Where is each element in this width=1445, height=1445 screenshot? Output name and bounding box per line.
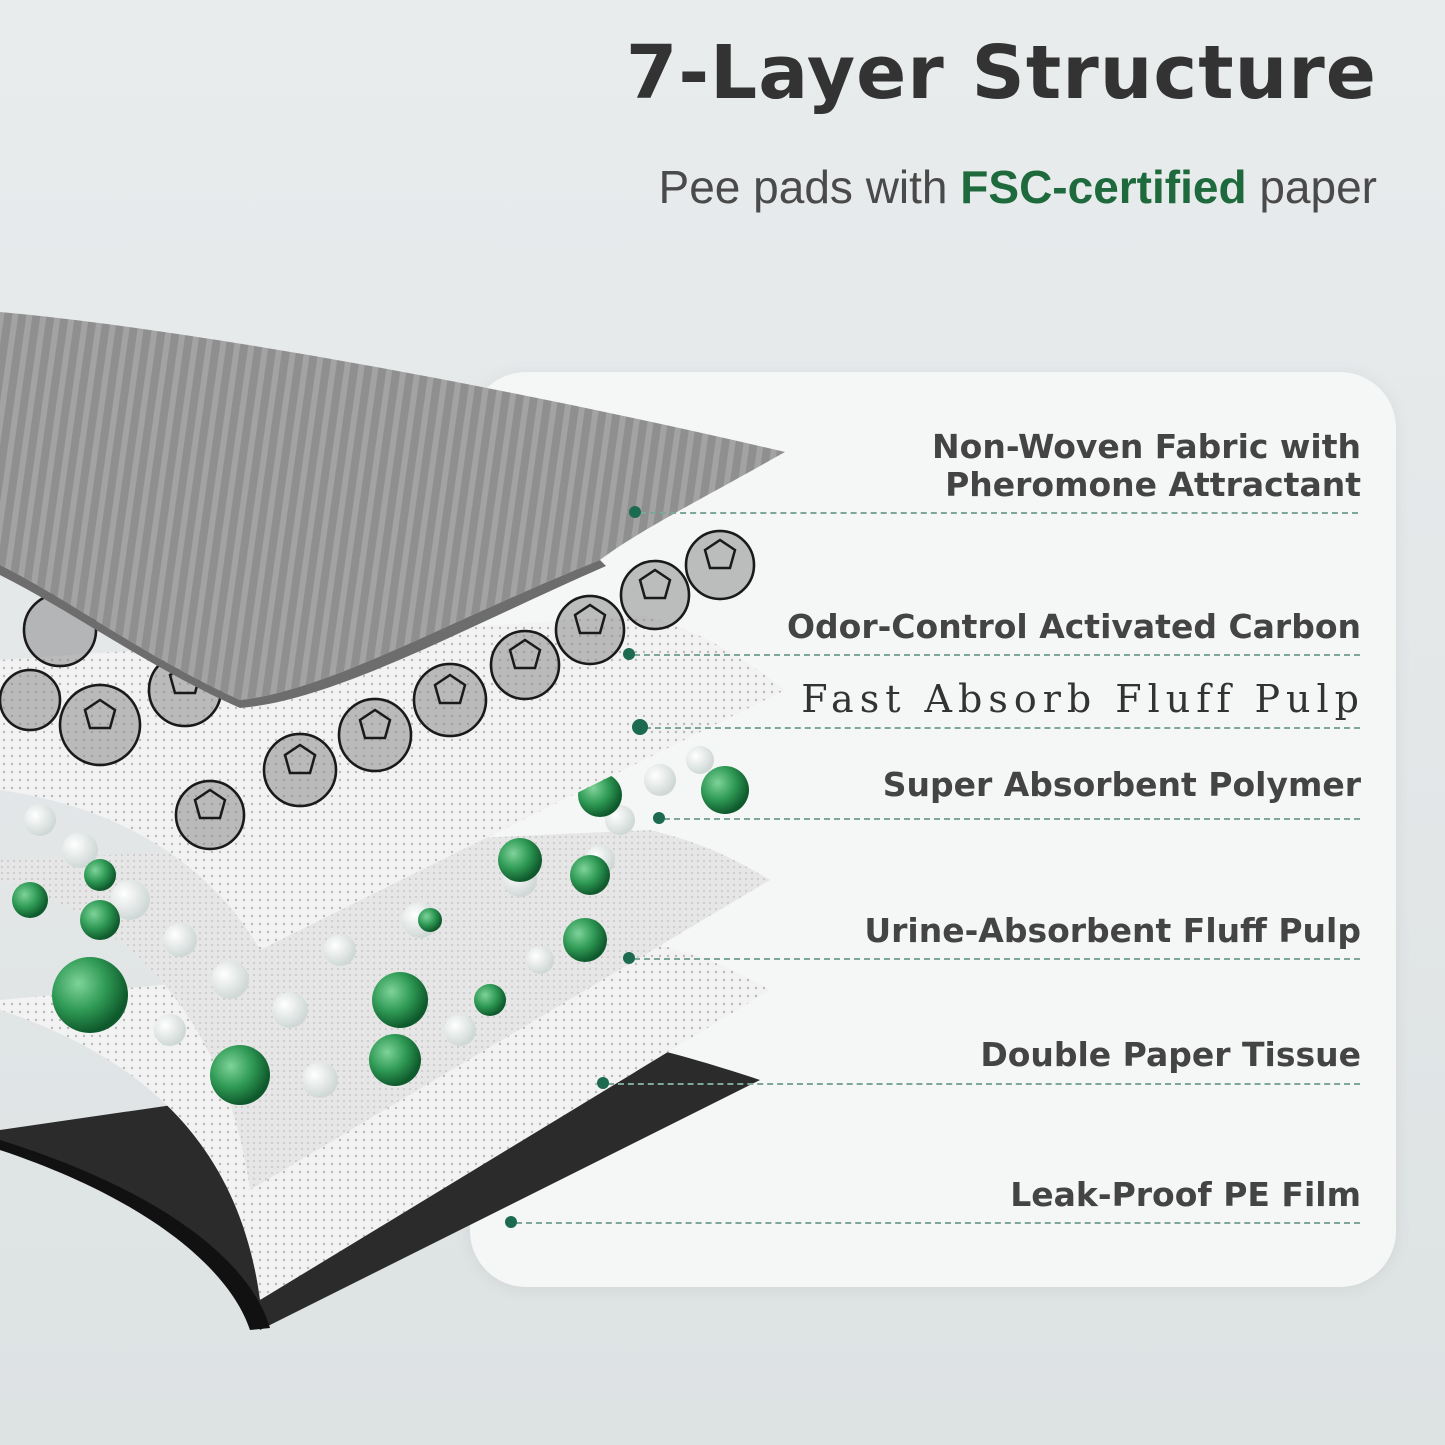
page-title: 7-Layer Structure — [625, 30, 1377, 116]
layer-paper-tissue — [0, 940, 770, 1300]
subtitle-text-before: Pee pads with — [658, 161, 961, 213]
label-paper-tissue: Double Paper Tissue — [980, 1035, 1361, 1074]
subtitle-accent: FSC-certified — [960, 161, 1247, 213]
label-sap: Super Absorbent Polymer — [882, 765, 1361, 804]
marker-dot-2 — [623, 648, 635, 660]
label-nonwoven-line2: Pheromone Attractant — [945, 465, 1361, 504]
layer-sap-beads — [12, 746, 749, 1105]
label-nonwoven-line1: Non-Woven Fabric with — [932, 427, 1361, 466]
label-fast-fluff: Fast Absorb Fluff Pulp — [801, 677, 1365, 721]
layer-carbon-cages — [0, 529, 756, 851]
subtitle-text-after: paper — [1246, 161, 1377, 213]
guide-line-4 — [664, 818, 1360, 820]
guide-line-1 — [640, 512, 1358, 514]
layer-nonwoven-fabric — [0, 312, 785, 700]
guide-line-5 — [634, 958, 1360, 960]
guide-line-7 — [516, 1222, 1360, 1224]
guide-line-3 — [645, 727, 1360, 729]
marker-dot-7 — [505, 1216, 517, 1228]
label-activated-carbon: Odor-Control Activated Carbon — [786, 607, 1361, 646]
label-pe-film: Leak-Proof PE Film — [1010, 1175, 1361, 1214]
marker-dot-5 — [623, 952, 635, 964]
marker-dot-6 — [597, 1077, 609, 1089]
marker-dot-3 — [632, 719, 648, 735]
label-nonwoven-fabric: Non-Woven Fabric with Pheromone Attracta… — [932, 428, 1361, 504]
guide-line-2 — [634, 654, 1360, 656]
guide-line-6 — [608, 1083, 1360, 1085]
marker-dot-4 — [653, 812, 665, 824]
label-urine-fluff: Urine-Absorbent Fluff Pulp — [864, 911, 1361, 950]
page-subtitle: Pee pads with FSC-certified paper — [659, 160, 1377, 214]
marker-dot-1 — [629, 506, 641, 518]
